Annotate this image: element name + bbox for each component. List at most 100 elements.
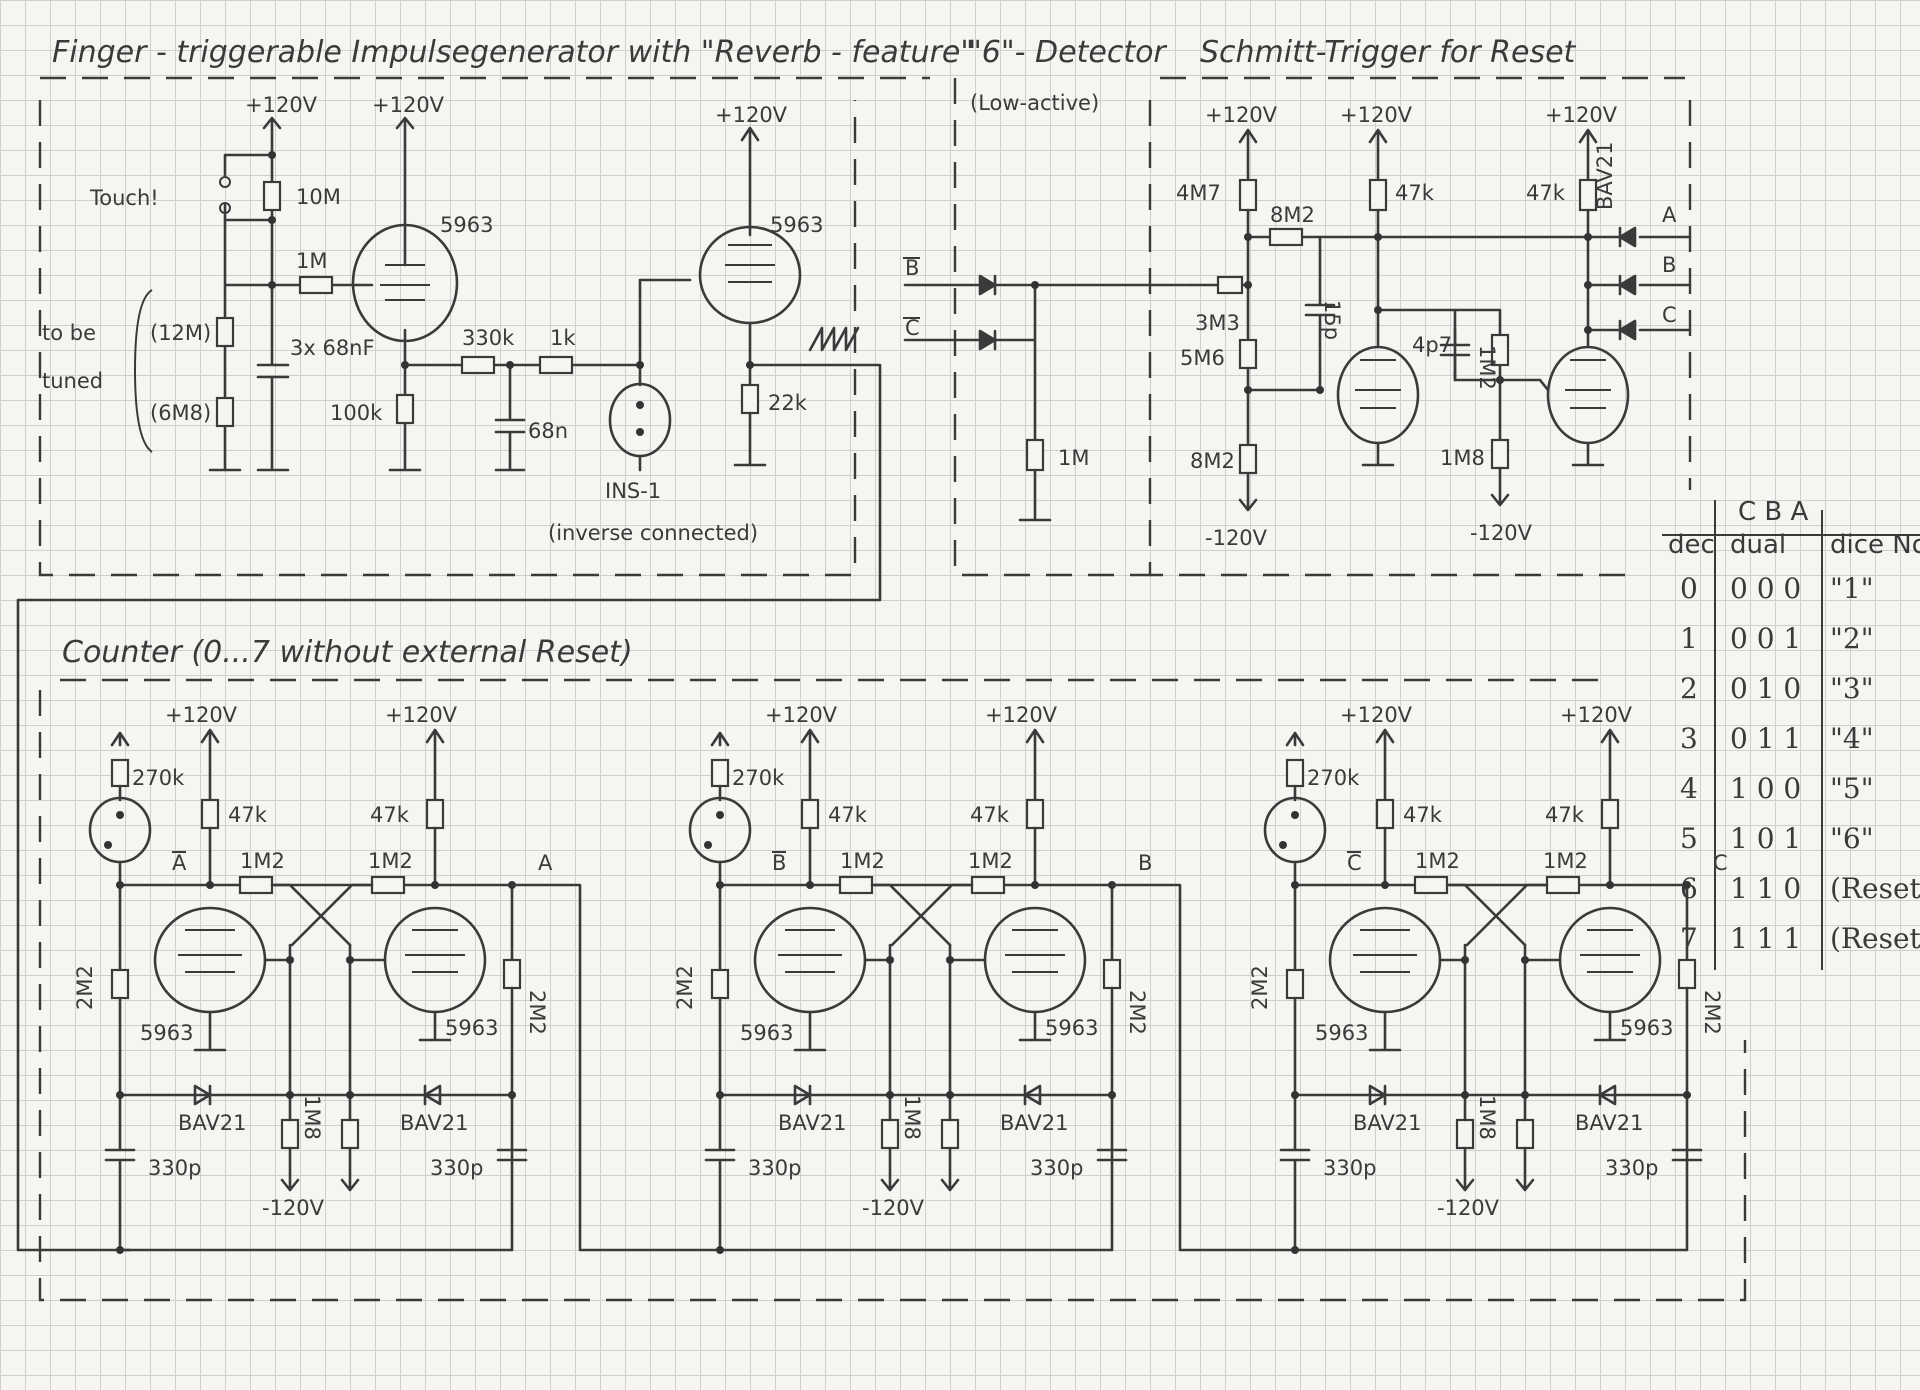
- svg-text:1 1 1: 1 1 1: [1730, 922, 1801, 955]
- tube-label-left: 5963: [140, 1021, 193, 1045]
- bav21-left-label: BAV21: [178, 1111, 247, 1135]
- r-1m2-right-label: 1M2: [968, 849, 1013, 873]
- svg-text:7: 7: [1680, 922, 1698, 955]
- supply-label-counter-left: +120V: [165, 703, 238, 727]
- r-1m8-label: 1M8: [1440, 446, 1485, 470]
- r-2m2-left-label: 2M2: [73, 965, 97, 1010]
- output-bar-label: A: [172, 851, 187, 875]
- r-1m8-label: 1M8: [1475, 1095, 1499, 1140]
- r-2m2-right-label: 2M2: [525, 990, 549, 1035]
- schmitt-trigger: +120V +120V +120V 4M7 47k 47k BAV21 8M2 …: [1176, 103, 1692, 550]
- r-4m7-label: 4M7: [1176, 181, 1221, 205]
- svg-text:"3": "3": [1830, 672, 1874, 705]
- supply-minus-counter: -120V: [862, 1196, 925, 1220]
- r-1m8-label: 1M8: [300, 1095, 324, 1140]
- supply-label-6: +120V: [1545, 103, 1618, 127]
- table-row: 7 1 1 1 (Reset): [1680, 922, 1920, 955]
- r-6m8-label: (6M8): [150, 401, 211, 425]
- output-label: B: [1138, 851, 1152, 875]
- r-2m2-right-label: 2M2: [1700, 990, 1724, 1035]
- r-330k-label: 330k: [462, 326, 515, 350]
- bav21-left-label: BAV21: [1353, 1111, 1422, 1135]
- svg-text:"6": "6": [1830, 822, 1874, 855]
- input-c-bar: C: [905, 316, 920, 340]
- svg-text:"5": "5": [1830, 772, 1874, 805]
- tube-label-left: 5963: [740, 1021, 793, 1045]
- r-47k-left-label: 47k: [228, 803, 268, 827]
- r-1k-label: 1k: [550, 326, 576, 350]
- svg-text:0 1 0: 0 1 0: [1730, 672, 1801, 705]
- supply-label-counter-left: +120V: [765, 703, 838, 727]
- r-1m2-left-label: 1M2: [840, 849, 885, 873]
- output-bar-label: C: [1347, 851, 1362, 875]
- supply-label-4: +120V: [1205, 103, 1278, 127]
- supply-label-counter-right: +120V: [985, 703, 1058, 727]
- r-3m3-label: 3M3: [1195, 311, 1240, 335]
- supply-label-1: +120V: [245, 93, 318, 117]
- tube-label-right: 5963: [1620, 1016, 1673, 1040]
- c-3x68nf-label: 3x 68nF: [290, 336, 375, 360]
- supply-minus-counter: -120V: [262, 1196, 325, 1220]
- c-15p-label: 15p: [1320, 300, 1344, 340]
- table-header-dice: dice No: [1830, 530, 1920, 560]
- supply-minus-counter: -120V: [1437, 1196, 1500, 1220]
- r-2m2-right-label: 2M2: [1125, 990, 1149, 1035]
- tube-label-left: 5963: [1315, 1021, 1368, 1045]
- bav21-left-label: BAV21: [778, 1111, 847, 1135]
- r-47k-left-label: 47k: [828, 803, 868, 827]
- c-330p-left-label: 330p: [148, 1156, 201, 1180]
- c-330p-right-label: 330p: [430, 1156, 483, 1180]
- table-header-dual: dual: [1730, 530, 1786, 560]
- svg-text:"1": "1": [1830, 572, 1874, 605]
- supply-label-2: +120V: [372, 93, 445, 117]
- r-8m2-feedback-label: 8M2: [1270, 203, 1315, 227]
- c-330p-left-label: 330p: [748, 1156, 801, 1180]
- bav21-right-label: BAV21: [1575, 1111, 1644, 1135]
- bav21-right-label: BAV21: [1000, 1111, 1069, 1135]
- title-impulse-generator: Finger - triggerable Impulsegenerator wi…: [52, 35, 974, 70]
- r-1m2-right-label: 1M2: [368, 849, 413, 873]
- r-47k-schmitt-label-2: 47k: [1526, 181, 1566, 205]
- c-330p-right-label: 330p: [1605, 1156, 1658, 1180]
- r-1m8-label: 1M8: [900, 1095, 924, 1140]
- svg-text:"2": "2": [1830, 622, 1874, 655]
- tube-label-right: 5963: [1045, 1016, 1098, 1040]
- svg-text:(Reset): (Reset): [1830, 922, 1920, 955]
- title-counter: Counter (0...7 without external Reset): [62, 635, 633, 670]
- r-47k-right-label: 47k: [1545, 803, 1585, 827]
- r-47k-right-label: 47k: [970, 803, 1010, 827]
- c-68n-label: 68n: [528, 419, 568, 443]
- r-47k-schmitt-label-1: 47k: [1395, 181, 1435, 205]
- output-label: A: [538, 851, 553, 875]
- r-1m-detector-label: 1M: [1058, 446, 1089, 470]
- r-1m2-schmitt-label: 1M2: [1475, 345, 1499, 390]
- r-1m2-left-label: 1M2: [240, 849, 285, 873]
- svg-text:3: 3: [1680, 722, 1698, 755]
- c-4p7-label: 4p7: [1412, 333, 1452, 357]
- r-22k-label: 22k: [768, 391, 808, 415]
- svg-text:0 0 1: 0 0 1: [1730, 622, 1801, 655]
- svg-text:1 1 0: 1 1 0: [1730, 872, 1801, 905]
- schmitt-input-a: A: [1662, 203, 1677, 227]
- supply-label-counter-left: +120V: [1340, 703, 1413, 727]
- bav21-schmitt-label: BAV21: [1593, 141, 1617, 210]
- r-270k-label: 270k: [732, 766, 785, 790]
- r-1m-grid-label: 1M: [296, 249, 327, 273]
- r-5m6-label: 5M6: [1180, 346, 1225, 370]
- input-b-bar: B: [905, 256, 919, 280]
- ins1-label: INS-1: [605, 479, 661, 503]
- svg-text:0: 0: [1680, 572, 1698, 605]
- supply-minus-label-2: -120V: [1470, 521, 1533, 545]
- c-330p-left-label: 330p: [1323, 1156, 1376, 1180]
- r-47k-right-label: 47k: [370, 803, 410, 827]
- schmitt-input-b: B: [1662, 253, 1676, 277]
